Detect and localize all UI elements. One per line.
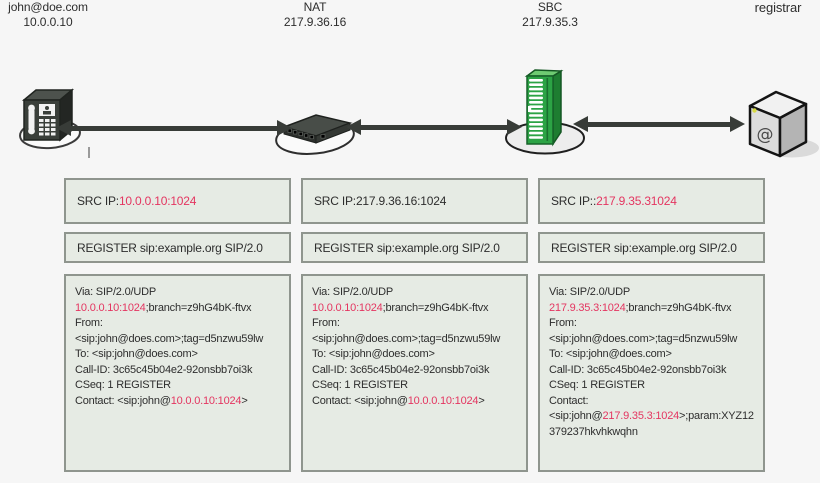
- nat-label: NAT 217.9.36.16: [265, 0, 365, 30]
- sip-header-line: Call-ID: 3c65c45b04e2-92onsbb7oi3k: [75, 363, 280, 379]
- plain-text: CSeq: 1 REGISTER: [75, 379, 171, 391]
- highlighted-ip: 217.9.35.31024: [596, 194, 677, 208]
- at-glyph: @: [757, 125, 774, 145]
- plain-text: SRC IP:217.9.36.16:1024: [314, 194, 447, 208]
- sip-header-line: From:: [75, 316, 280, 332]
- sip-header-line: Contact:: [549, 394, 754, 410]
- sip-header-line: Call-ID: 3c65c45b04e2-92onsbb7oi3k: [312, 363, 517, 379]
- sip-header-line: <sip:john@217.9.35.3:1024>;param:XYZ1237…: [549, 409, 754, 440]
- plain-text: Contact: <sip:john@: [75, 394, 171, 407]
- plain-text: Contact: <sip:john@: [312, 394, 408, 407]
- highlighted-ip: 10.0.0.10:1024: [170, 394, 242, 407]
- src-ip-box-client: SRC IP:10.0.0.10:1024: [64, 178, 291, 224]
- sip-header-line: To: <sip:john@does.com>: [75, 347, 280, 363]
- sip-header-line: <sip:john@does.com>;tag=d5nzwu59lw: [549, 332, 754, 348]
- highlighted-ip: 10.0.0.10:1024: [312, 301, 383, 314]
- highlighted-ip: 217.9.35.3:1024: [549, 301, 626, 314]
- plain-text: Via: SIP/2.0/UDP: [549, 286, 630, 298]
- plain-text: From:: [312, 317, 340, 329]
- sip-header-line: CSeq: 1 REGISTER: [75, 378, 280, 394]
- plain-text: <sip:john@does.com>;tag=d5nzwu59lw: [312, 332, 501, 345]
- register-text: REGISTER sip:example.org SIP/2.0: [77, 240, 263, 255]
- plain-text: >: [478, 394, 485, 407]
- nat-ip: 217.9.36.16: [283, 15, 347, 29]
- plain-text: ;branch=z9hG4bK-ftvx: [625, 301, 732, 314]
- sbc-ip: 217.9.35.3: [522, 15, 578, 29]
- registrar-name: registrar: [754, 0, 802, 15]
- plain-text: To: <sip:john@does.com>: [549, 348, 672, 360]
- plain-text: Call-ID: 3c65c45b04e2-92onsbb7oi3k: [312, 363, 490, 376]
- server-icon: [505, 69, 585, 155]
- src-ip-box-sbc: SRC IP::217.9.35.31024: [538, 178, 765, 224]
- plain-text: Contact:: [549, 394, 589, 407]
- register-text: REGISTER sip:example.org SIP/2.0: [551, 240, 737, 255]
- sbc-name: SBC: [537, 0, 563, 14]
- plain-text: Via: SIP/2.0/UDP: [312, 286, 393, 298]
- plain-text: Via: SIP/2.0/UDP: [75, 286, 156, 298]
- at-cube-icon: @: [748, 90, 819, 158]
- sip-header-line: Call-ID: 3c65c45b04e2-92onsbb7oi3k: [549, 363, 754, 379]
- arrow-sbc-registrar: [573, 116, 745, 132]
- highlighted-ip: 10.0.0.10:1024: [407, 394, 479, 407]
- registrar-label: registrar: [726, 0, 820, 15]
- sip-header-line: From:: [549, 316, 754, 332]
- sip-header-line: 10.0.0.10:1024;branch=z9hG4bK-ftvx: [75, 301, 280, 317]
- client-label: john@doe.com 10.0.0.10: [0, 0, 96, 30]
- arrow-nat-sbc: [346, 119, 522, 135]
- plain-text: SRC IP:: [77, 194, 119, 208]
- plain-text: From:: [75, 317, 103, 329]
- sip-header-line: Contact: <sip:john@10.0.0.10:1024>: [75, 394, 280, 410]
- register-line-box-sbc: REGISTER sip:example.org SIP/2.0: [538, 232, 765, 263]
- ip-phone-icon: [19, 88, 81, 150]
- highlighted-ip: 10.0.0.10:1024: [118, 194, 197, 208]
- client-uri: john@doe.com: [8, 0, 88, 14]
- src-ip-text: SRC IP::217.9.35.31024: [551, 194, 677, 208]
- register-line-box-nat: REGISTER sip:example.org SIP/2.0: [301, 232, 528, 263]
- plain-text: SRC IP::: [551, 194, 597, 208]
- sip-header-line: 217.9.35.3:1024;branch=z9hG4bK-ftvx: [549, 301, 754, 317]
- client-ip: 10.0.0.10: [23, 15, 73, 29]
- sip-header-line: To: <sip:john@does.com>: [312, 347, 517, 363]
- src-ip-box-nat: SRC IP:217.9.36.16:1024: [301, 178, 528, 224]
- sip-header-line: <sip:john@does.com>;tag=d5nzwu59lw: [312, 332, 517, 348]
- highlighted-ip: 217.9.35.3:1024: [602, 410, 680, 422]
- plain-text: >: [241, 394, 248, 407]
- sip-header-line: CSeq: 1 REGISTER: [312, 378, 517, 394]
- plain-text: <sip:john@does.com>;tag=d5nzwu59lw: [75, 332, 264, 345]
- plain-text: To: <sip:john@does.com>: [75, 348, 198, 360]
- sip-header-line: To: <sip:john@does.com>: [549, 347, 754, 363]
- sip-header-line: Via: SIP/2.0/UDP: [312, 285, 517, 301]
- register-line-box-client: REGISTER sip:example.org SIP/2.0: [64, 232, 291, 263]
- plain-text: ;branch=z9hG4bK-ftvx: [145, 301, 252, 314]
- sip-header-line: Via: SIP/2.0/UDP: [75, 285, 280, 301]
- plain-text: >;param:XYZ12379237hkvhkwqhn: [549, 410, 754, 438]
- highlighted-ip: 10.0.0.10:1024: [75, 301, 146, 314]
- plain-text: CSeq: 1 REGISTER: [549, 379, 645, 391]
- sip-header-line: Contact: <sip:john@10.0.0.10:1024>: [312, 394, 517, 410]
- register-text: REGISTER sip:example.org SIP/2.0: [314, 240, 500, 255]
- client-tick-mark: [88, 147, 90, 158]
- sip-header-line: From:: [312, 316, 517, 332]
- plain-text: From:: [549, 317, 577, 329]
- plain-text: Call-ID: 3c65c45b04e2-92onsbb7oi3k: [75, 363, 253, 376]
- sip-header-line: <sip:john@does.com>;tag=d5nzwu59lw: [75, 332, 280, 348]
- sbc-label: SBC 217.9.35.3: [500, 0, 600, 30]
- src-ip-text: SRC IP:217.9.36.16:1024: [314, 194, 446, 208]
- sip-header-line: CSeq: 1 REGISTER: [549, 378, 754, 394]
- plain-text: <sip:john@: [549, 410, 603, 422]
- plain-text: <sip:john@does.com>;tag=d5nzwu59lw: [549, 332, 738, 345]
- src-ip-text: SRC IP:10.0.0.10:1024: [77, 194, 196, 208]
- sip-header-line: Via: SIP/2.0/UDP: [549, 285, 754, 301]
- plain-text: CSeq: 1 REGISTER: [312, 379, 408, 391]
- plain-text: To: <sip:john@does.com>: [312, 348, 435, 360]
- plain-text: ;branch=z9hG4bK-ftvx: [382, 301, 489, 314]
- nat-name: NAT: [303, 0, 327, 14]
- arrow-client-nat: [56, 120, 292, 136]
- sip-header-line: 10.0.0.10:1024;branch=z9hG4bK-ftvx: [312, 301, 517, 317]
- plain-text: Call-ID: 3c65c45b04e2-92onsbb7oi3k: [549, 363, 727, 376]
